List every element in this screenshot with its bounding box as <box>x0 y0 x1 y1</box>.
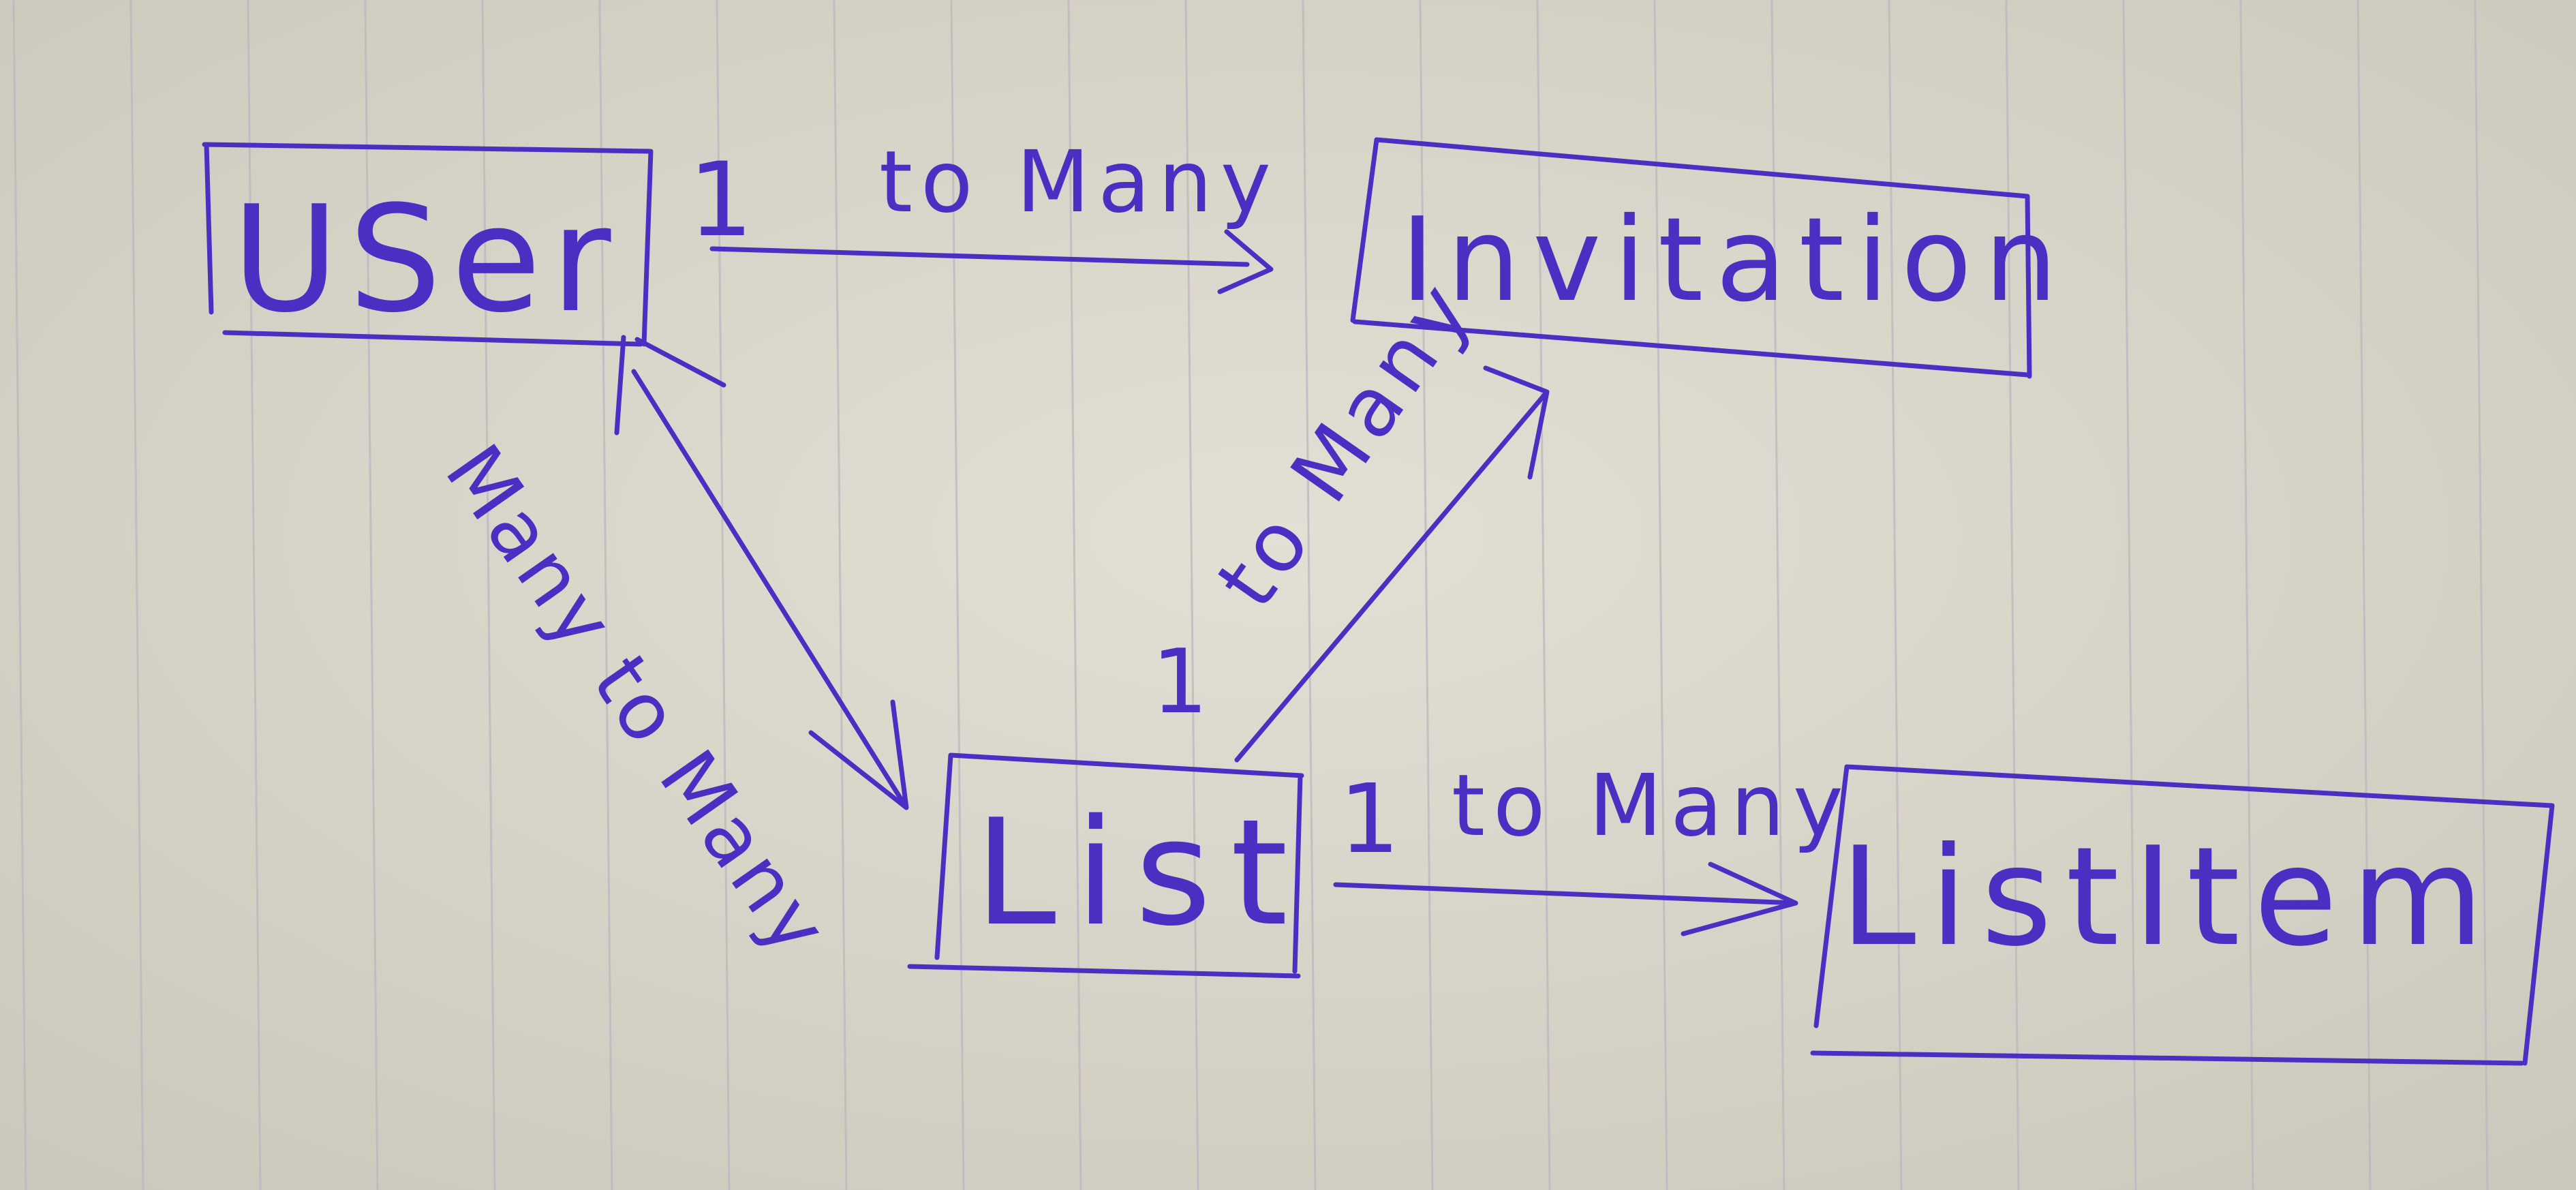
ruled-line <box>247 0 262 1190</box>
ruled-line <box>2357 0 2372 1190</box>
relationship-label-user-invitation: to Many <box>879 133 1279 232</box>
entity-list: List <box>907 752 1307 979</box>
ruled-line <box>598 0 613 1190</box>
ruled-line <box>2122 0 2137 1190</box>
ruled-line <box>1302 0 1317 1190</box>
relationship-label-list-listitem: to Many <box>1452 757 1852 855</box>
ruled-line <box>950 0 965 1190</box>
ruled-line <box>1419 0 1434 1190</box>
entity-label-user: USer <box>232 174 621 345</box>
entity-listitem: ListItem <box>1810 764 2555 1066</box>
cardinality-list-invitation: 1 <box>1152 630 1208 733</box>
ruled-line <box>12 0 27 1190</box>
arrow-list-invitation <box>1234 365 1550 763</box>
arrow-list-listitem <box>1333 861 1798 936</box>
relationship-list-listitem: 1 to Many <box>1333 757 1852 936</box>
entity-label-listitem: ListItem <box>1840 818 2498 977</box>
ruled-line <box>2239 0 2254 1190</box>
entity-label-list: List <box>975 787 1307 958</box>
ruled-line <box>1184 0 1199 1190</box>
ruled-line <box>833 0 848 1190</box>
entity-box-listitem <box>1810 764 2555 1066</box>
ruled-line <box>481 0 496 1190</box>
ruled-line <box>129 0 144 1190</box>
entity-box-invitation <box>1350 137 2032 379</box>
ruled-line <box>1067 0 1082 1190</box>
relationship-user-invitation: 1 to Many <box>688 133 1279 294</box>
entity-label-invitation: Invitation <box>1400 193 2070 328</box>
ruled-line <box>716 0 731 1190</box>
ruled-line <box>1536 0 1551 1190</box>
arrow-user-invitation <box>709 229 1274 294</box>
cardinality-list-listitem: 1 <box>1339 764 1400 875</box>
cardinality-user-invitation: 1 <box>688 141 753 260</box>
ruled-line <box>2005 0 2020 1190</box>
ruled-line <box>1888 0 1903 1190</box>
entity-box-list <box>907 752 1304 979</box>
ruled-line <box>2474 0 2489 1190</box>
ruled-line <box>1653 0 1668 1190</box>
ruled-line <box>364 0 379 1190</box>
entity-user: USer <box>202 142 726 388</box>
ruled-line <box>1770 0 1785 1190</box>
entity-invitation: Invitation <box>1350 137 2070 379</box>
arrow-user-list <box>614 335 909 810</box>
ruled-lines <box>12 0 2489 1190</box>
entity-box-user <box>202 142 726 388</box>
